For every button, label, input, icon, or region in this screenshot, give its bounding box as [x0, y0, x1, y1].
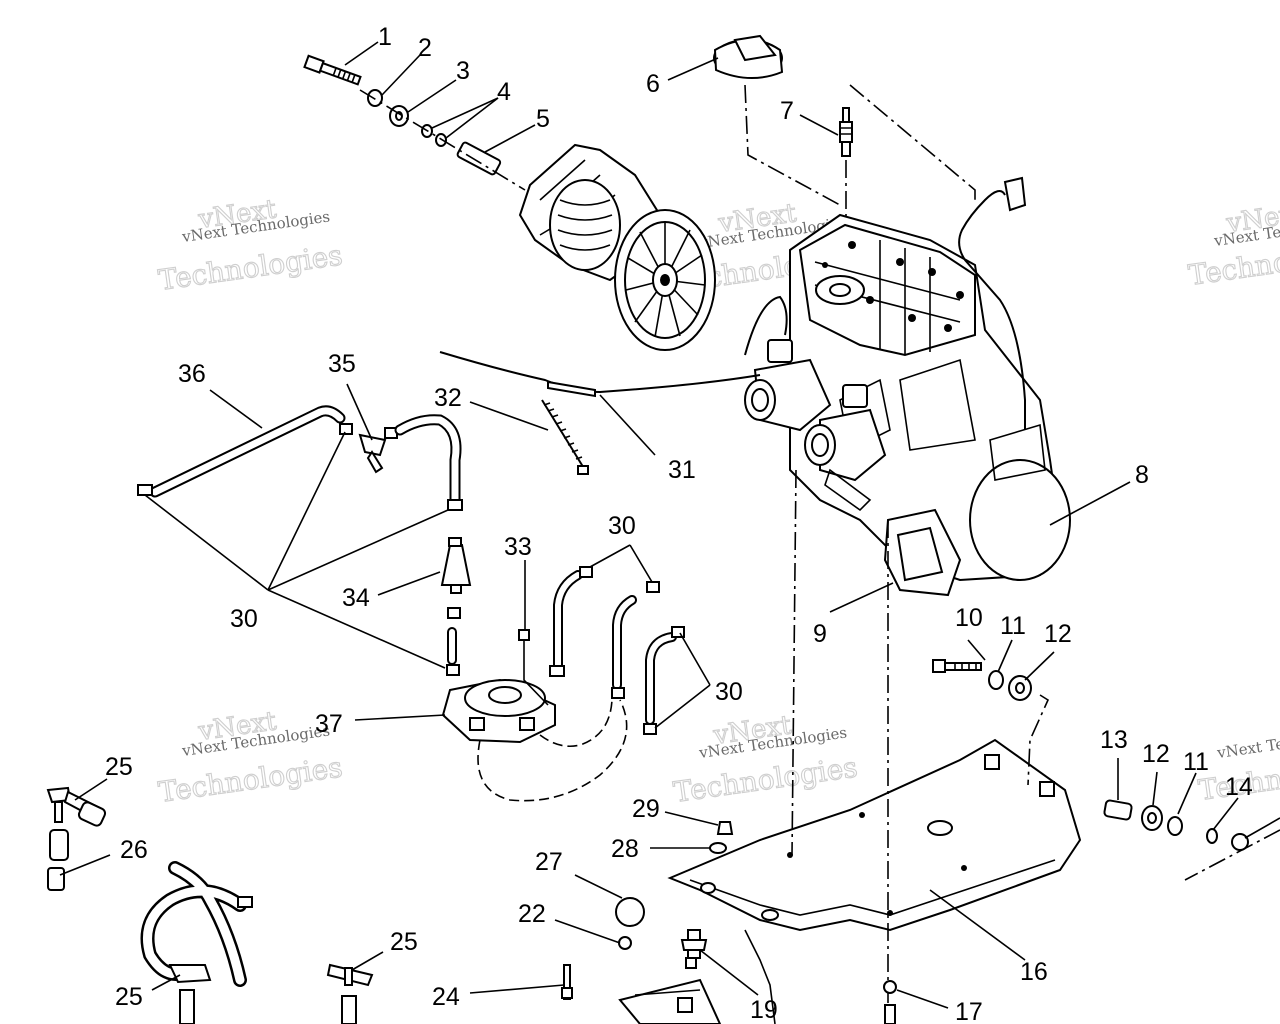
callout-24: 24 [432, 983, 460, 1011]
callout-37: 37 [315, 710, 343, 738]
callout-30-center: 30 [608, 512, 636, 540]
bolt-10 [932, 659, 1032, 701]
fuel-hose-36 [137, 405, 353, 498]
fuel-hose-right [394, 414, 463, 511]
plug-cap [1003, 176, 1027, 212]
callout-36: 36 [178, 360, 206, 388]
bolt-shank [318, 61, 362, 86]
callout-22: 22 [518, 900, 546, 928]
tee-fitting-25a [46, 786, 107, 891]
leader-lines-30 [144, 431, 449, 669]
recoil-housing [969, 459, 1071, 581]
callout-25-bottom-left: 25 [115, 983, 143, 1011]
hose-group-30 [518, 544, 711, 735]
leader-lines [59, 41, 1280, 1009]
callout-27: 27 [535, 848, 563, 876]
callout-31: 31 [668, 456, 696, 484]
callout-4: 4 [497, 78, 511, 106]
bolt-assembly [303, 54, 526, 191]
tee-35 [358, 427, 398, 474]
callout-25-top: 25 [105, 753, 133, 781]
callout-7: 7 [780, 97, 794, 125]
callout-2: 2 [418, 34, 432, 62]
washer-2 [367, 89, 383, 107]
callout-11-lower: 11 [1183, 748, 1209, 776]
cylinder-head [798, 223, 976, 357]
callout-29: 29 [632, 795, 660, 823]
callout-3: 3 [456, 57, 470, 85]
callout-26: 26 [120, 836, 148, 864]
callout-25-bottom-right: 25 [390, 928, 418, 956]
cable-loop [744, 295, 788, 356]
callout-5: 5 [536, 105, 550, 133]
engine-block [789, 213, 1071, 597]
callout-13: 13 [1100, 726, 1128, 754]
skid-plate-16 [667, 738, 1082, 932]
watermark-top-right: vNext vNext Technologies Technologies [1186, 198, 1280, 293]
callout-10: 10 [955, 604, 983, 632]
watermark-bottom-center: vNext vNext Technologies Technologies [671, 710, 860, 810]
tee-fitting-25c [326, 963, 374, 1024]
washer-11 [988, 670, 1004, 690]
carburetors [744, 339, 887, 512]
callout-34: 34 [342, 584, 370, 612]
callout-6: 6 [646, 70, 660, 98]
clutch-inner-spring [549, 179, 621, 271]
sleeve-5 [456, 141, 502, 176]
throttle-cable-31 [439, 351, 761, 394]
callout-14: 14 [1225, 773, 1253, 801]
small-hardware [561, 821, 897, 1024]
cap-6 [713, 34, 976, 206]
hose-loop [140, 861, 253, 1024]
callout-30-right: 30 [715, 678, 743, 706]
callout-11-upper: 11 [1000, 612, 1026, 640]
watermark-top-left: vNext vNext Technologies Technologies [156, 194, 345, 298]
callout-35: 35 [328, 350, 356, 378]
callout-12-lower: 12 [1142, 740, 1170, 768]
callout-17: 17 [955, 998, 983, 1024]
callout-30-left: 30 [230, 605, 258, 633]
callout-8: 8 [1135, 461, 1149, 489]
drive-clutch [518, 143, 716, 351]
callout-28: 28 [611, 835, 639, 863]
spring-32 [541, 399, 589, 475]
spark-plug-wire [958, 190, 1026, 430]
fuel-pump-37 [441, 678, 628, 802]
callout-33: 33 [504, 533, 532, 561]
fuel-filter-34 [440, 537, 472, 676]
watermark-small-line: vNext Technologies [1215, 723, 1280, 762]
callout-32: 32 [434, 384, 462, 412]
callout-19: 19 [750, 996, 778, 1024]
callout-9: 9 [813, 620, 827, 648]
callout-12-upper: 12 [1044, 620, 1072, 648]
right-hardware [1103, 799, 1249, 851]
callout-1: 1 [378, 23, 392, 51]
callout-labels: 1 2 3 4 5 6 7 8 9 10 11 11 12 12 13 14 1… [105, 23, 1253, 1024]
callout-16: 16 [1020, 958, 1048, 986]
watermark-large-line2: Technologies [156, 238, 344, 296]
